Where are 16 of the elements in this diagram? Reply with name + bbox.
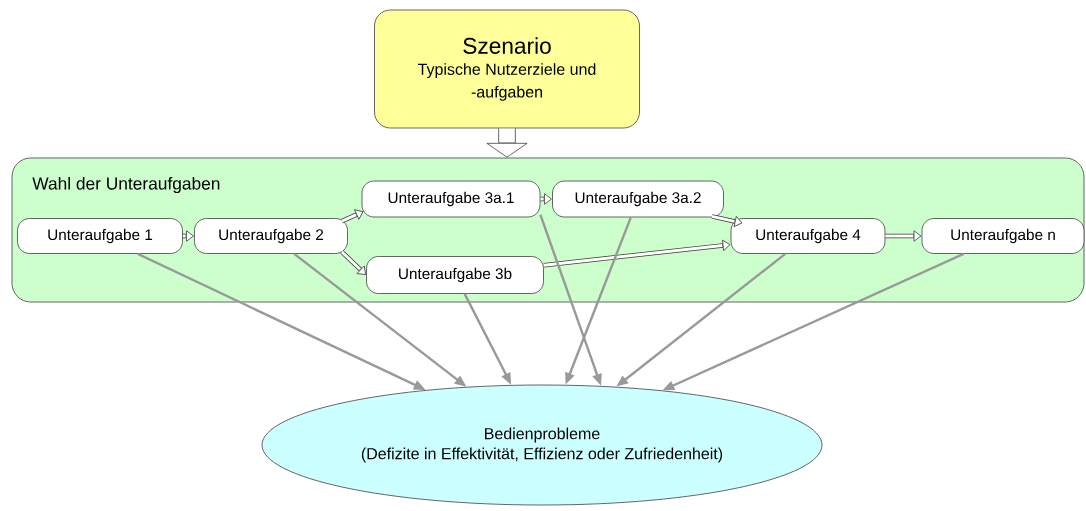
task-box: Unteraufgabe 3a.1	[361, 180, 541, 218]
arrow	[543, 239, 731, 268]
task-box: Unteraufgabe n	[921, 218, 1085, 254]
task-box: Unteraufgabe 2	[194, 218, 348, 254]
arrow	[340, 209, 364, 224]
arrow	[182, 230, 194, 242]
task-box: Unteraufgabe 1	[17, 218, 183, 254]
arrow	[711, 214, 743, 228]
arrow	[885, 230, 922, 242]
arrow	[540, 193, 552, 205]
arrow	[340, 250, 366, 275]
scenario-box: Szenario Typische Nutzerziele und -aufgaben	[374, 9, 640, 129]
task-box: Unteraufgabe 3b	[366, 256, 544, 294]
arrow	[486, 128, 528, 158]
task-box: Unteraufgabe 4	[730, 218, 886, 254]
task-box: Unteraufgabe 3a.2	[552, 180, 724, 218]
